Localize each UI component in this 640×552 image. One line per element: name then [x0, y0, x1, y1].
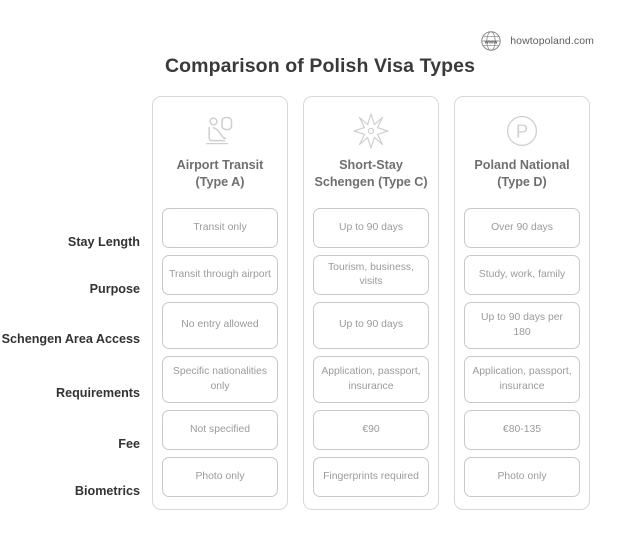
cell-airport-transit-biometrics: Photo only	[162, 457, 278, 497]
cell-airport-transit-requirements: Specific nationalities only	[162, 356, 278, 403]
row-label-schengen-area-access: Schengen Area Access	[1, 332, 140, 347]
cell-poland-national-requirements: Application, passport, insurance	[464, 356, 580, 403]
compass-star-icon	[351, 109, 391, 153]
cell-airport-transit-schengen-access: No entry allowed	[162, 302, 278, 349]
column-header-poland-national: P Poland National (Type D)	[464, 109, 580, 208]
row-label-stay-length: Stay Length	[67, 234, 140, 249]
column-title-short-stay-schengen: Short-Stay Schengen (Type C)	[314, 158, 428, 189]
cell-poland-national-schengen-access: Up to 90 days per 180	[464, 302, 580, 349]
row-label-requirements: Requirements	[56, 386, 140, 401]
column-short-stay-schengen[interactable]: Short-Stay Schengen (Type C) Up to 90 da…	[303, 96, 439, 510]
circled-p-icon: P	[502, 109, 542, 153]
row-label-fee: Fee	[118, 436, 140, 451]
cell-poland-national-stay-length: Over 90 days	[464, 208, 580, 248]
column-airport-transit[interactable]: Airport Transit (Type A) Transit only Tr…	[152, 96, 288, 510]
column-header-short-stay-schengen: Short-Stay Schengen (Type C)	[313, 109, 429, 208]
svg-text:P: P	[516, 121, 528, 142]
cell-short-stay-fee: €90	[313, 410, 429, 450]
column-header-airport-transit: Airport Transit (Type A)	[162, 109, 278, 208]
cell-airport-transit-stay-length: Transit only	[162, 208, 278, 248]
cell-poland-national-purpose: Study, work, family	[464, 255, 580, 295]
column-poland-national[interactable]: P Poland National (Type D) Over 90 days …	[454, 96, 590, 510]
cell-poland-national-fee: €80-135	[464, 410, 580, 450]
column-title-poland-national: Poland National (Type D)	[474, 158, 570, 189]
globe-www-icon: www	[480, 30, 502, 52]
cell-airport-transit-purpose: Transit through airport	[162, 255, 278, 295]
visa-comparison-table: Stay Length Purpose Schengen Area Access…	[0, 96, 640, 515]
row-label-purpose: Purpose	[89, 281, 140, 296]
airplane-seat-icon	[200, 109, 240, 153]
brand-name: howtopoland.com	[510, 35, 594, 47]
svg-text:www: www	[484, 39, 499, 45]
cell-airport-transit-fee: Not specified	[162, 410, 278, 450]
cell-short-stay-purpose: Tourism, business, visits	[313, 255, 429, 295]
cell-short-stay-biometrics: Fingerprints required	[313, 457, 429, 497]
row-label-column: Stay Length Purpose Schengen Area Access…	[0, 96, 152, 515]
column-title-airport-transit: Airport Transit (Type A)	[176, 158, 264, 189]
cell-short-stay-schengen-access: Up to 90 days	[313, 302, 429, 349]
page-title: Comparison of Polish Visa Types	[164, 55, 476, 77]
brand-watermark: www howtopoland.com	[480, 30, 594, 52]
cell-poland-national-biometrics: Photo only	[464, 457, 580, 497]
cell-short-stay-requirements: Application, passport, insurance	[313, 356, 429, 403]
cell-short-stay-stay-length: Up to 90 days	[313, 208, 429, 248]
row-label-biometrics: Biometrics	[74, 483, 140, 498]
